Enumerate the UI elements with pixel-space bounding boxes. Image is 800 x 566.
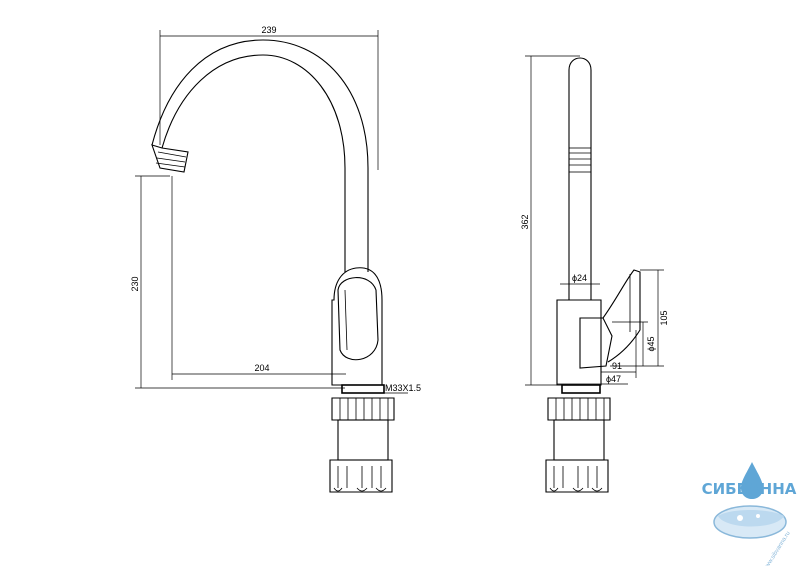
- spout-outline: [161, 54, 346, 272]
- side-lever: [602, 269, 641, 363]
- dim-phi47-label: ϕ47: [606, 374, 621, 384]
- hose-connectors: [329, 459, 393, 493]
- side-body: [556, 299, 602, 386]
- dim-phi24-label: ϕ24: [572, 273, 587, 283]
- thread-label: M33X1.5: [385, 383, 421, 393]
- dim-phi45-label: ϕ45: [646, 336, 656, 351]
- mounting-nut: [331, 397, 395, 421]
- dim-239-label: 239: [261, 25, 276, 35]
- threaded-rod: [337, 419, 389, 461]
- side-view: 362 ϕ24 105 ϕ45 91 ϕ47: [520, 55, 669, 493]
- side-mounting-nut: [547, 397, 611, 421]
- spout-inner-outline: [151, 39, 369, 272]
- front-view: 239 230 204 M33X1.5: [130, 25, 421, 493]
- side-spout: [568, 57, 592, 300]
- brand-logo: СИБВАННА www.sibvanna.ru: [702, 462, 797, 566]
- side-hose-connectors: [545, 459, 609, 493]
- lever-handle: [337, 277, 379, 361]
- side-threaded-rod: [553, 419, 605, 461]
- dim-204-label: 204: [254, 363, 269, 373]
- dim-91-label: 91: [612, 361, 622, 371]
- side-handle-housing: [579, 317, 613, 369]
- dim-362-label: 362: [520, 214, 530, 229]
- water-drop-icon: [741, 462, 763, 499]
- base-ring: [341, 384, 385, 394]
- side-base-ring: [561, 384, 601, 394]
- dim-230-label: 230: [130, 276, 140, 291]
- aerator-tip: [151, 144, 189, 173]
- dim-105-label: 105: [659, 310, 669, 325]
- body-outline: [331, 267, 383, 386]
- logo-wordmark: СИБВАННА: [702, 480, 797, 498]
